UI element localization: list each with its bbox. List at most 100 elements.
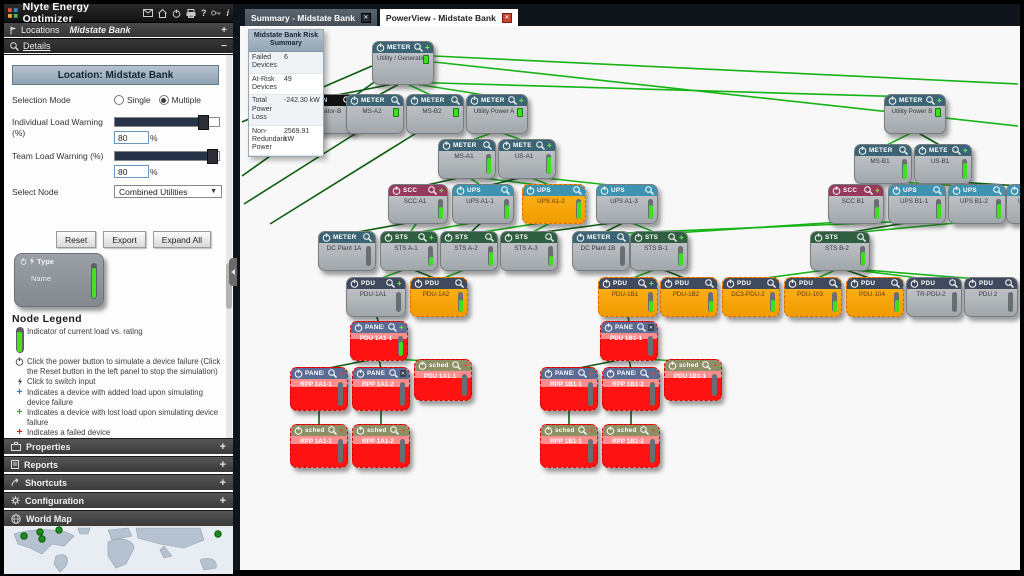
power-icon[interactable] (414, 279, 423, 288)
tree-node-ppdu1b11[interactable]: PANEL✕PDU 1B1-1 (600, 321, 658, 361)
section-shortcuts[interactable]: Shortcuts+ (4, 474, 233, 490)
tab-summary-midstate-bank[interactable]: Summary - Midstate Bank✕ (245, 9, 377, 26)
expand-all-button[interactable]: Expand All (152, 231, 211, 248)
info-icon[interactable]: i (226, 8, 229, 18)
section-reports[interactable]: Reports+ (4, 456, 233, 472)
map-marker[interactable] (55, 526, 63, 534)
expand-icon[interactable]: + (219, 494, 226, 507)
power-icon[interactable] (444, 233, 453, 242)
tree-node-srpp1a11[interactable]: sched+RPP 1A1-1 (290, 424, 348, 468)
magnifier-icon[interactable] (536, 141, 546, 150)
tree-node-spdu1a11[interactable]: sched+PDU 1A1-1 (414, 359, 472, 401)
magnifier-icon[interactable] (933, 186, 942, 195)
power-icon[interactable] (600, 186, 609, 195)
tree-node-usa1[interactable]: METER+US-A1 (498, 139, 556, 179)
magnifier-icon[interactable] (573, 186, 582, 195)
tree-node-usb1[interactable]: METER+US-B1 (914, 144, 972, 184)
export-button[interactable]: Export (103, 231, 146, 248)
tree-node-ppdu1a11[interactable]: PANEL+PDU 1A1-1 (350, 321, 408, 361)
magnifier-icon[interactable] (993, 186, 1002, 195)
magnifier-icon[interactable] (864, 186, 874, 195)
plus-green-icon[interactable]: + (399, 322, 404, 332)
tree-node-srpp1b11[interactable]: sched+RPP 1B1-1 (540, 424, 598, 468)
plus-green-icon[interactable]: + (547, 140, 552, 150)
radio-multiple[interactable]: Multiple (158, 95, 201, 105)
tree-node-srpp1a12[interactable]: sched+RPP 1A1-2 (352, 424, 410, 468)
power-icon[interactable] (350, 96, 359, 105)
power-icon[interactable] (634, 233, 643, 242)
power-icon[interactable] (858, 146, 867, 155)
individual-load-input[interactable]: 80 (114, 131, 149, 144)
magnifier-icon[interactable] (645, 186, 654, 195)
power-icon[interactable] (576, 233, 585, 242)
power-icon[interactable] (604, 323, 613, 332)
plus-green-icon[interactable]: + (937, 95, 942, 105)
plus-red-icon[interactable]: + (651, 425, 656, 435)
select-node-dropdown[interactable]: Combined Utilities ▼ (114, 185, 222, 198)
sidebar-collapse-handle[interactable] (229, 258, 237, 286)
power-icon[interactable] (1010, 186, 1019, 195)
magnifier-icon[interactable] (891, 279, 900, 288)
power-icon[interactable] (788, 279, 797, 288)
sidebar-scrollbar[interactable] (226, 55, 232, 439)
magnifier-icon[interactable] (829, 279, 838, 288)
tree-node-pdu1b1[interactable]: PDU+PDU-1B1 (598, 277, 658, 317)
power-icon[interactable] (418, 361, 427, 370)
power-icon[interactable] (544, 426, 553, 435)
print-icon[interactable] (186, 8, 196, 18)
radio-single[interactable]: Single (114, 95, 151, 105)
magnifier-icon[interactable] (702, 361, 712, 370)
plus-green-icon[interactable]: + (875, 185, 880, 195)
power-icon[interactable] (322, 233, 331, 242)
power-icon[interactable] (832, 186, 841, 195)
magnifier-icon[interactable] (428, 186, 438, 195)
power-icon[interactable] (918, 146, 927, 155)
magnifier-icon[interactable] (328, 369, 338, 378)
team-load-slider[interactable] (114, 149, 220, 164)
plus-red-icon[interactable]: + (589, 425, 594, 435)
magnifier-icon[interactable] (578, 426, 588, 435)
power-icon[interactable] (888, 96, 897, 105)
tree-node-prpp1b12[interactable]: PANEL+RPP 1B1-2 (602, 367, 660, 411)
plus-green-icon[interactable]: + (963, 145, 968, 155)
magnifier-icon[interactable] (545, 233, 554, 242)
power-icon[interactable] (294, 369, 303, 378)
tree-node-sccb1[interactable]: SCC+SCC B1 (828, 184, 884, 224)
tree-node-srpp1b12[interactable]: sched+RPP 1B1-2 (602, 424, 660, 468)
plus-green-icon[interactable]: + (429, 232, 434, 242)
magnifier-icon[interactable] (578, 369, 588, 378)
power-icon[interactable] (456, 186, 465, 195)
magnifier-icon[interactable] (705, 279, 714, 288)
power-icon[interactable] (376, 43, 385, 52)
tab-powerview-midstate-bank[interactable]: PowerView - Midstate Bank✕ (379, 9, 518, 26)
power-icon[interactable] (392, 186, 401, 195)
magnifier-icon[interactable] (640, 426, 650, 435)
power-icon[interactable] (354, 323, 363, 332)
reset-button[interactable]: Reset (56, 231, 97, 248)
magnifier-icon[interactable] (899, 146, 908, 155)
key-icon[interactable] (211, 10, 221, 16)
power-icon[interactable] (606, 426, 615, 435)
plus-red-icon[interactable]: + (713, 360, 718, 370)
power-icon[interactable] (356, 369, 365, 378)
power-icon[interactable] (814, 233, 823, 242)
team-load-input[interactable]: 80 (114, 165, 149, 178)
tree-node-prpp1a11[interactable]: PANEL+RPP 1A1-1 (290, 367, 348, 411)
power-icon[interactable] (602, 279, 611, 288)
power-icon[interactable] (526, 186, 535, 195)
map-marker[interactable] (214, 530, 222, 538)
magnifier-icon[interactable] (391, 96, 400, 105)
power-icon[interactable] (850, 279, 859, 288)
plus-red-icon[interactable]: + (463, 360, 468, 370)
power-icon[interactable] (968, 279, 977, 288)
power-icon[interactable] (356, 426, 365, 435)
